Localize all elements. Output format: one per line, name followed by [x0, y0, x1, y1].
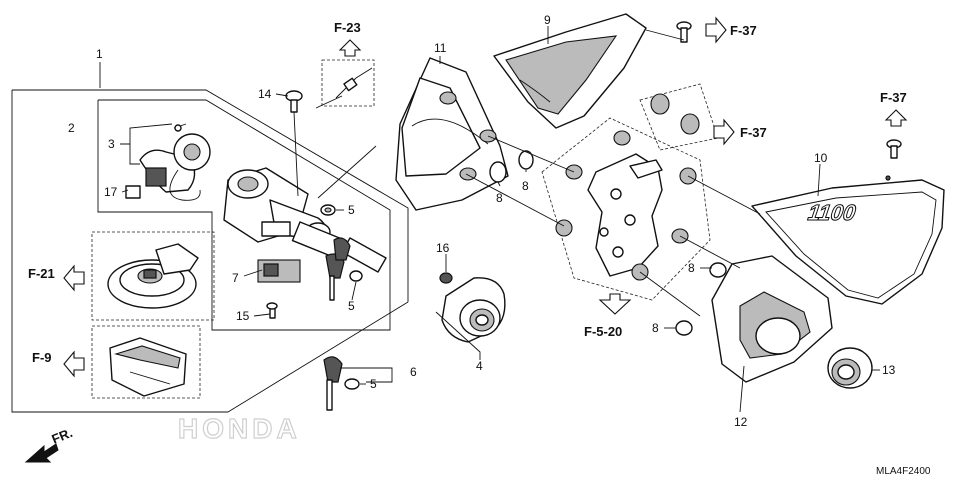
bracket-dotted-box	[541, 117, 711, 301]
screw-15	[266, 302, 278, 319]
ref-f37-right-label: F-37	[880, 90, 907, 105]
leader-lines	[120, 26, 880, 413]
fuel-cap	[107, 243, 199, 309]
upper-cover-9	[493, 13, 647, 129]
ref-f37-top-label: F-37	[730, 23, 757, 38]
emblem-1100: 1100	[806, 200, 857, 225]
f23-parts-box	[321, 59, 375, 107]
callout-14: 14	[258, 87, 272, 101]
ref-f23[interactable]: F-23	[334, 20, 362, 57]
callout-9: 9	[544, 13, 551, 27]
front-indicator: FR.	[24, 425, 75, 463]
callout-17: 17	[104, 185, 118, 199]
ref-f37-mid-label: F-37	[740, 125, 767, 140]
grommet-right-4	[555, 219, 573, 237]
callout-2: 2	[68, 121, 75, 135]
assembly-frame-2	[97, 99, 391, 331]
grommet-8-b	[518, 150, 534, 170]
washer-5-lower	[349, 270, 363, 282]
callout-5-upper: 5	[348, 203, 355, 217]
inner-side-cover-11	[395, 57, 509, 211]
ref-f21-label: F-21	[28, 266, 55, 281]
washer-5-keyset	[344, 378, 360, 390]
ref-f37-top[interactable]: F-37	[705, 16, 757, 44]
callout-13: 13	[882, 363, 896, 377]
fuel-cap-box	[91, 231, 215, 321]
ref-f9[interactable]: F-9	[32, 350, 85, 378]
grommet-8-d	[675, 320, 693, 336]
callout-3: 3	[108, 137, 115, 151]
key-cover-4	[441, 277, 506, 343]
ref-f9-label: F-9	[32, 350, 52, 365]
key-set-assembly	[323, 237, 351, 411]
callout-numbers: 1 2 3 4 5 5 5 6 7 8 8 8 8 9 10 11 12 13 …	[68, 13, 896, 429]
cover-12	[711, 255, 833, 383]
callout-12: 12	[734, 415, 748, 429]
arrow-left-icon	[63, 350, 85, 378]
ignition-switch-harness	[125, 123, 211, 201]
front-label: FR.	[50, 425, 75, 447]
screw-16	[439, 272, 453, 284]
washer-5-upper	[320, 204, 336, 216]
side-cover-10: 1100	[751, 175, 945, 305]
f23-harness	[335, 67, 373, 99]
grommet-8-c	[709, 262, 727, 278]
callout-5-keyset: 5	[370, 377, 377, 391]
rubber-mounts	[650, 93, 700, 135]
callout-8-a: 8	[496, 191, 503, 205]
callout-8-c: 8	[688, 261, 695, 275]
mounting-bracket	[587, 153, 663, 277]
ref-f520-label: F-5-20	[584, 324, 622, 339]
callout-8-d: 8	[652, 321, 659, 335]
arrow-right-icon	[705, 16, 727, 44]
key-cylinder-assembly	[223, 167, 387, 283]
rubber-mounts-box	[639, 83, 719, 151]
arrow-up-icon	[884, 109, 908, 127]
ref-f37-mid[interactable]: F-37	[713, 118, 767, 146]
arrow-down-icon	[598, 293, 632, 315]
grommet-right-2	[613, 130, 631, 146]
ref-f37-right[interactable]: F-37	[880, 90, 908, 127]
callout-6: 6	[410, 365, 417, 379]
grommet-8-a	[489, 161, 507, 183]
arrow-right-icon	[713, 118, 735, 146]
bolt-14	[285, 90, 303, 113]
callout-1: 1	[96, 47, 103, 61]
watermark: HONDA	[178, 413, 301, 444]
screw-f37-right	[886, 139, 902, 159]
callout-15: 15	[236, 309, 250, 323]
arrow-left-icon	[63, 264, 85, 292]
seat-lock	[109, 337, 187, 397]
callout-8-b: 8	[522, 179, 529, 193]
ref-f23-label: F-23	[334, 20, 361, 35]
front-arrow-icon	[24, 443, 59, 463]
ref-f520[interactable]: F-5-20	[584, 293, 632, 339]
callout-11: 11	[434, 41, 447, 55]
screw-f37	[676, 21, 692, 43]
assembly-frame-1	[11, 62, 409, 413]
ring-13	[827, 347, 873, 389]
callout-7: 7	[232, 271, 239, 285]
arrow-up-icon	[338, 39, 362, 57]
diagram-code: MLA4F2400	[876, 466, 931, 477]
callout-4: 4	[476, 359, 483, 373]
callout-5-lower: 5	[348, 299, 355, 313]
callout-16: 16	[436, 241, 450, 255]
callout-10: 10	[814, 151, 828, 165]
ref-f21[interactable]: F-21	[28, 264, 85, 292]
